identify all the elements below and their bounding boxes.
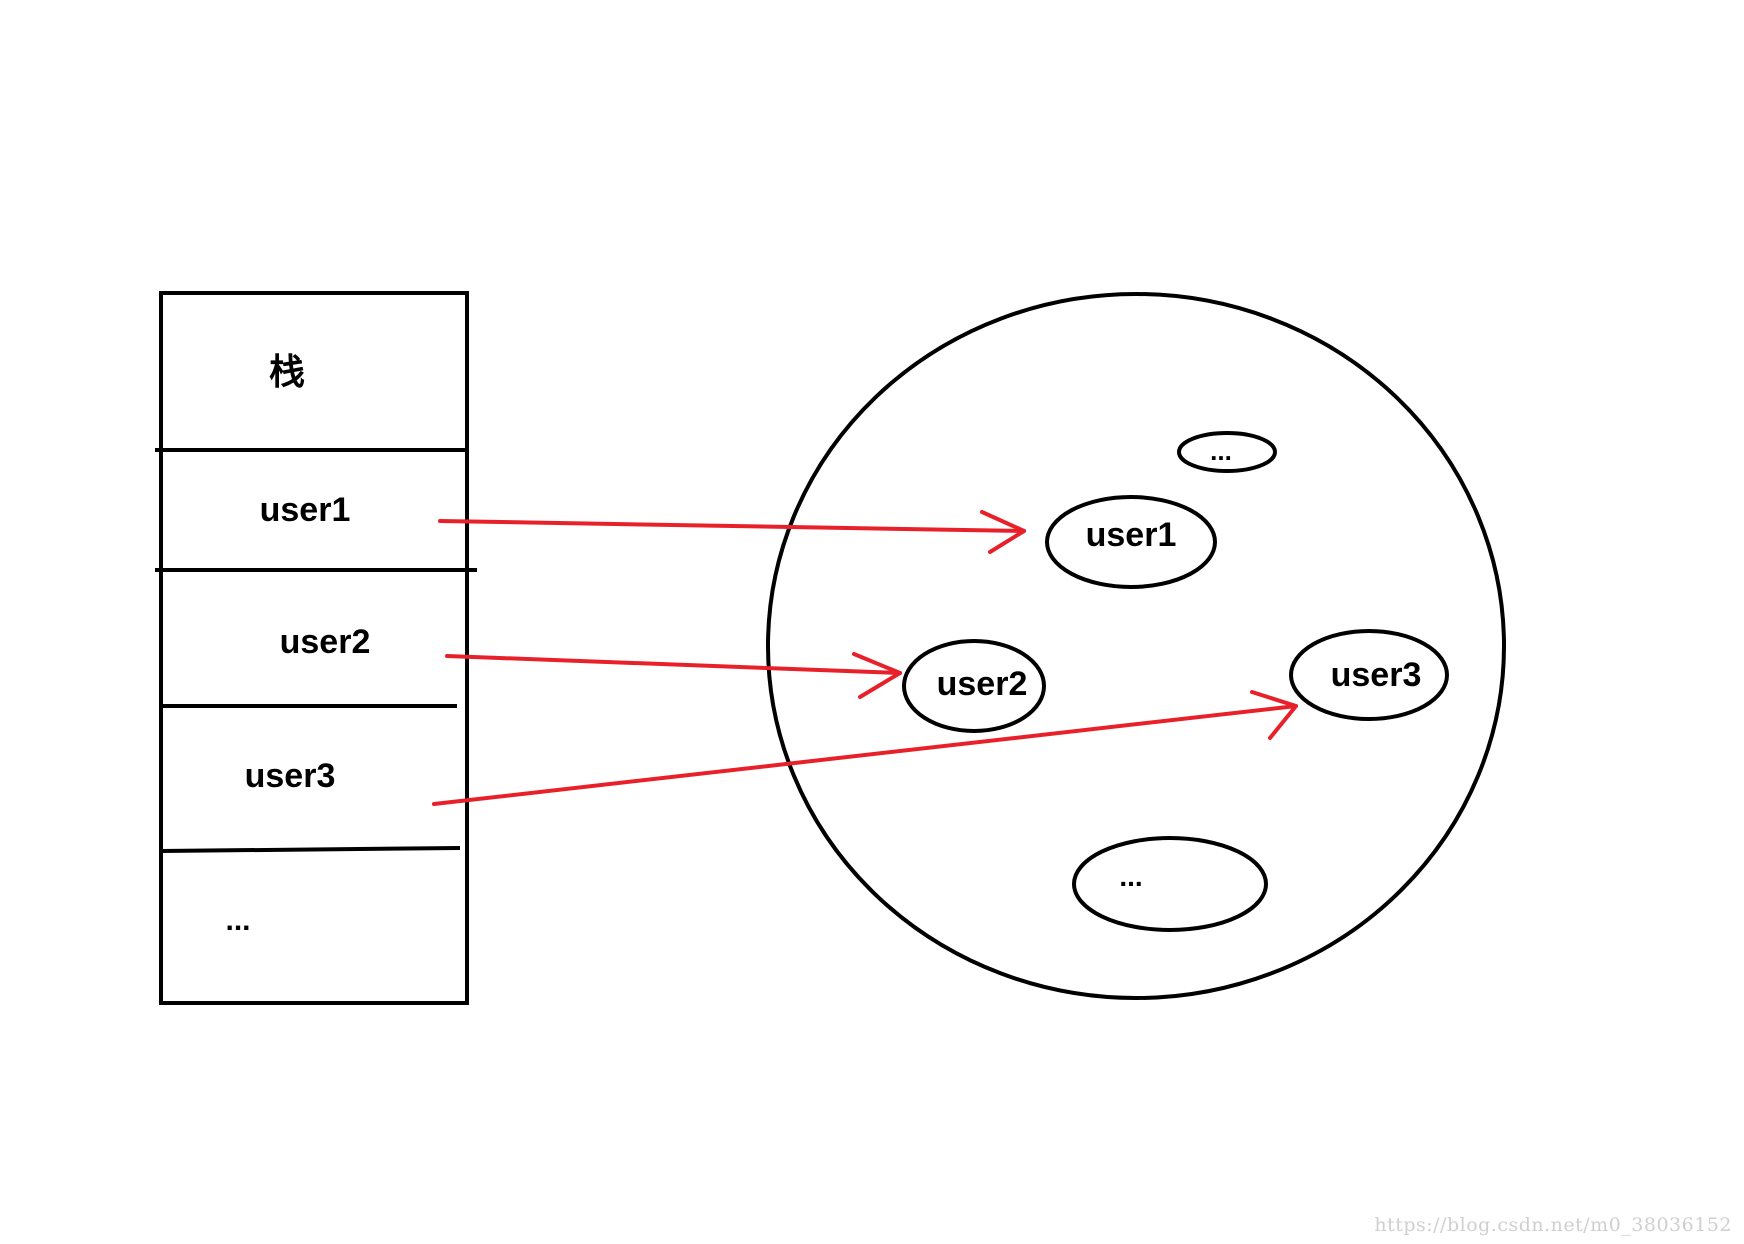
stack-cell-user2: user2 <box>280 623 371 661</box>
arrow-user1 <box>438 510 1026 554</box>
heap-object-ellipsis-bottom-label: ... <box>1119 861 1142 892</box>
heap-object-user3 <box>1289 629 1449 721</box>
arrow-user2 <box>445 652 902 699</box>
heap-circle <box>766 292 1506 1000</box>
heap-object-ellipsis-bottom <box>1072 836 1268 932</box>
reference-arrows <box>432 510 1298 806</box>
stack-title: 栈 <box>269 351 305 392</box>
arrow-user3 <box>432 690 1298 806</box>
stack-cell-user3: user3 <box>245 757 336 795</box>
stack-divider-4 <box>160 846 461 853</box>
stack-cell-ellipsis: ... <box>225 904 250 937</box>
heap-object-user3-label: user3 <box>1331 656 1422 694</box>
heap-object-user2-label: user2 <box>937 665 1028 703</box>
heap-object-user1-label: user1 <box>1086 516 1177 554</box>
stack-cell-user1: user1 <box>260 491 351 529</box>
heap-object-user2 <box>902 639 1046 733</box>
heap-object-user1 <box>1045 495 1217 589</box>
watermark: https://blog.csdn.net/m0_38036152 <box>1374 1214 1732 1236</box>
stack-frame <box>159 291 469 1005</box>
heap-object-ellipsis-top <box>1177 431 1277 473</box>
stack: 栈 user1 user2 user3 ... <box>155 291 477 1005</box>
heap-object-ellipsis-top-label: ... <box>1210 436 1232 466</box>
heap: ... user1 user2 user3 ... <box>766 292 1506 1000</box>
